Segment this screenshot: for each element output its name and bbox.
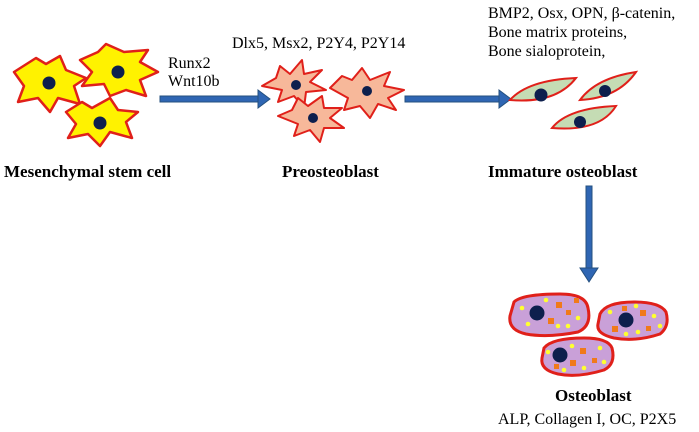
arrow-preosteoblast-to-immature xyxy=(404,89,512,109)
stage-label-msc: Mesenchymal stem cell xyxy=(4,162,172,181)
nucleus xyxy=(574,116,586,128)
msc-cells xyxy=(12,42,160,148)
osteoblast-cell xyxy=(540,336,615,377)
nucleus xyxy=(42,76,56,90)
nucleus xyxy=(529,305,545,321)
factors-preosteoblast: Dlx5, Msx2, P2Y4, P2Y14 xyxy=(232,35,406,52)
preosteoblast-cells xyxy=(261,59,405,143)
immature-osteoblast-cells xyxy=(507,70,639,130)
arrow-immature-to-osteoblast xyxy=(579,185,599,283)
nucleus xyxy=(552,347,568,363)
nucleus xyxy=(599,85,611,97)
arrow-msc-to-preosteoblast xyxy=(159,89,271,109)
factors-immature-line-2: Bone matrix proteins, xyxy=(488,24,628,41)
factors-immature-line-1: BMP2, Osx, OPN, β-catenin, xyxy=(488,5,676,22)
factors-osteoblast: ALP, Collagen I, OC, P2X5 xyxy=(498,411,677,428)
factors-immature-line-3: Bone sialoprotein, xyxy=(488,43,606,60)
osteoblast-cells xyxy=(508,292,669,377)
immature-osteoblast-cell xyxy=(550,104,618,130)
nucleus xyxy=(362,86,372,96)
nucleus xyxy=(111,65,125,79)
osteoblast-granules xyxy=(519,297,663,373)
stage-label-preosteoblast: Preosteoblast xyxy=(282,162,379,181)
nucleus xyxy=(93,116,107,130)
factor-runx2: Runx2 xyxy=(168,55,211,72)
factor-wnt10b: Wnt10b xyxy=(168,73,220,90)
nucleus xyxy=(308,113,318,123)
nucleus xyxy=(534,88,548,102)
stage-label-immature-osteoblast: Immature osteoblast xyxy=(488,162,638,181)
stage-label-osteoblast: Osteoblast xyxy=(555,386,632,405)
nucleus xyxy=(618,312,634,328)
nucleus xyxy=(291,80,301,90)
